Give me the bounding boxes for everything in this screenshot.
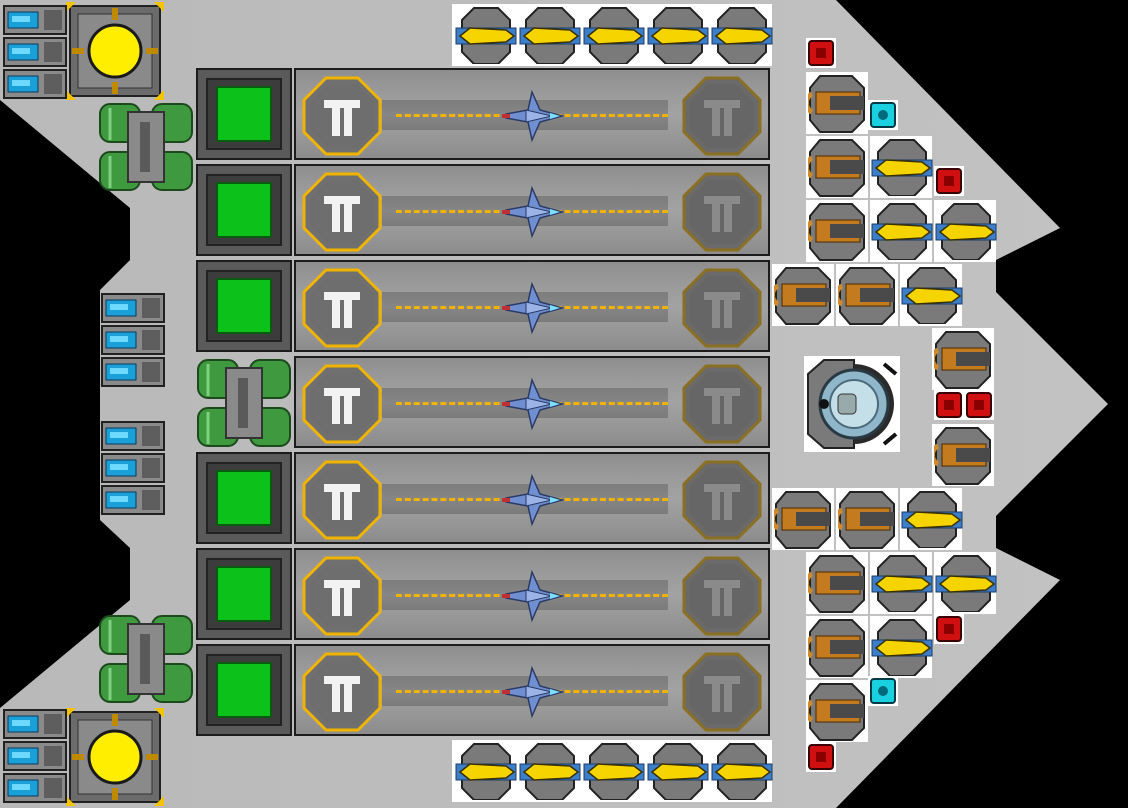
cannon-icon[interactable] (808, 202, 868, 262)
console-frame (206, 462, 282, 534)
control-console-5[interactable] (196, 452, 292, 544)
console-screen (216, 86, 272, 142)
fighter-icon[interactable] (502, 280, 566, 336)
hangar-bay-1[interactable] (294, 68, 770, 160)
console-frame (206, 270, 282, 342)
landing-pad-icon[interactable] (682, 652, 762, 732)
console-screen (216, 182, 272, 238)
control-console-3[interactable] (196, 260, 292, 352)
hangar-bay-4[interactable] (294, 356, 770, 448)
fuel-tank-icon[interactable] (98, 100, 194, 196)
hangar-bay-3[interactable] (294, 260, 770, 352)
hangar-bay-2[interactable] (294, 164, 770, 256)
missile-icon[interactable] (646, 6, 710, 64)
reactor-icon (87, 729, 143, 785)
ammo-box-icon[interactable] (935, 167, 963, 195)
launch-pad-icon[interactable] (302, 268, 382, 348)
launch-pad-icon[interactable] (302, 556, 382, 636)
missile-icon[interactable] (646, 742, 710, 800)
cannon-icon[interactable] (808, 554, 868, 614)
console-frame (206, 174, 282, 246)
launch-pad-icon[interactable] (302, 652, 382, 732)
missile-icon[interactable] (454, 742, 518, 800)
hangar-bay-5[interactable] (294, 452, 770, 544)
landing-pad-icon[interactable] (682, 268, 762, 348)
battery-icon[interactable] (2, 708, 68, 804)
ammo-box-icon[interactable] (935, 615, 963, 643)
console-screen (216, 566, 272, 622)
cannon-icon[interactable] (838, 490, 898, 550)
ammo-box-icon[interactable] (965, 391, 993, 419)
landing-pad-icon[interactable] (682, 460, 762, 540)
shield-node-icon[interactable] (869, 101, 897, 129)
landing-pad-icon[interactable] (682, 364, 762, 444)
landing-pad-icon[interactable] (682, 556, 762, 636)
fuel-tank-icon[interactable] (98, 612, 194, 708)
ammo-box-icon[interactable] (807, 743, 835, 771)
cannon-icon[interactable] (808, 618, 868, 678)
missile-icon[interactable] (870, 554, 934, 612)
fighter-icon[interactable] (502, 88, 566, 144)
missile-icon[interactable] (518, 6, 582, 64)
missile-icon[interactable] (518, 742, 582, 800)
cannon-icon[interactable] (808, 682, 868, 742)
control-console-1[interactable] (196, 68, 292, 160)
console-frame (206, 654, 282, 726)
reactor-bottom[interactable] (66, 708, 164, 806)
hangar-bay-6[interactable] (294, 548, 770, 640)
control-console-6[interactable] (196, 548, 292, 640)
missile-icon[interactable] (870, 138, 934, 196)
fighter-icon[interactable] (502, 664, 566, 720)
cannon-icon[interactable] (808, 138, 868, 198)
fighter-icon[interactable] (502, 184, 566, 240)
control-console-2[interactable] (196, 164, 292, 256)
missile-icon[interactable] (582, 742, 646, 800)
launch-pad-icon[interactable] (302, 172, 382, 252)
battery-icon[interactable] (100, 420, 166, 516)
cannon-icon[interactable] (934, 330, 994, 390)
missile-icon[interactable] (710, 742, 774, 800)
cannon-icon[interactable] (838, 266, 898, 326)
battery-icon[interactable] (100, 292, 166, 388)
missile-icon[interactable] (934, 202, 998, 260)
cannon-icon[interactable] (774, 490, 834, 550)
launch-pad-icon[interactable] (302, 460, 382, 540)
reactor-top[interactable] (66, 2, 164, 100)
ammo-box-icon[interactable] (935, 391, 963, 419)
fighter-icon[interactable] (502, 376, 566, 432)
shield-node-icon[interactable] (869, 677, 897, 705)
missile-icon[interactable] (710, 6, 774, 64)
missile-icon[interactable] (900, 266, 964, 324)
cannon-icon[interactable] (934, 426, 994, 486)
console-screen (216, 278, 272, 334)
missile-icon[interactable] (870, 618, 934, 676)
turret-core-icon[interactable] (804, 356, 900, 452)
console-screen (216, 470, 272, 526)
ammo-box-icon[interactable] (807, 39, 835, 67)
console-frame (206, 558, 282, 630)
landing-pad-icon[interactable] (682, 172, 762, 252)
missile-icon[interactable] (900, 490, 964, 548)
launch-pad-icon[interactable] (302, 364, 382, 444)
missile-icon[interactable] (870, 202, 934, 260)
fighter-icon[interactable] (502, 472, 566, 528)
landing-pad-icon[interactable] (682, 76, 762, 156)
control-console-7[interactable] (196, 644, 292, 736)
fuel-tank-icon[interactable] (196, 356, 292, 452)
console-screen (216, 662, 272, 718)
launch-pad-icon[interactable] (302, 76, 382, 156)
missile-icon[interactable] (454, 6, 518, 64)
missile-icon[interactable] (934, 554, 998, 612)
missile-icon[interactable] (582, 6, 646, 64)
hangar-bay-7[interactable] (294, 644, 770, 736)
battery-icon[interactable] (2, 4, 68, 100)
fighter-icon[interactable] (502, 568, 566, 624)
cannon-icon[interactable] (808, 74, 868, 134)
console-frame (206, 78, 282, 150)
cannon-icon[interactable] (774, 266, 834, 326)
reactor-icon (87, 23, 143, 79)
